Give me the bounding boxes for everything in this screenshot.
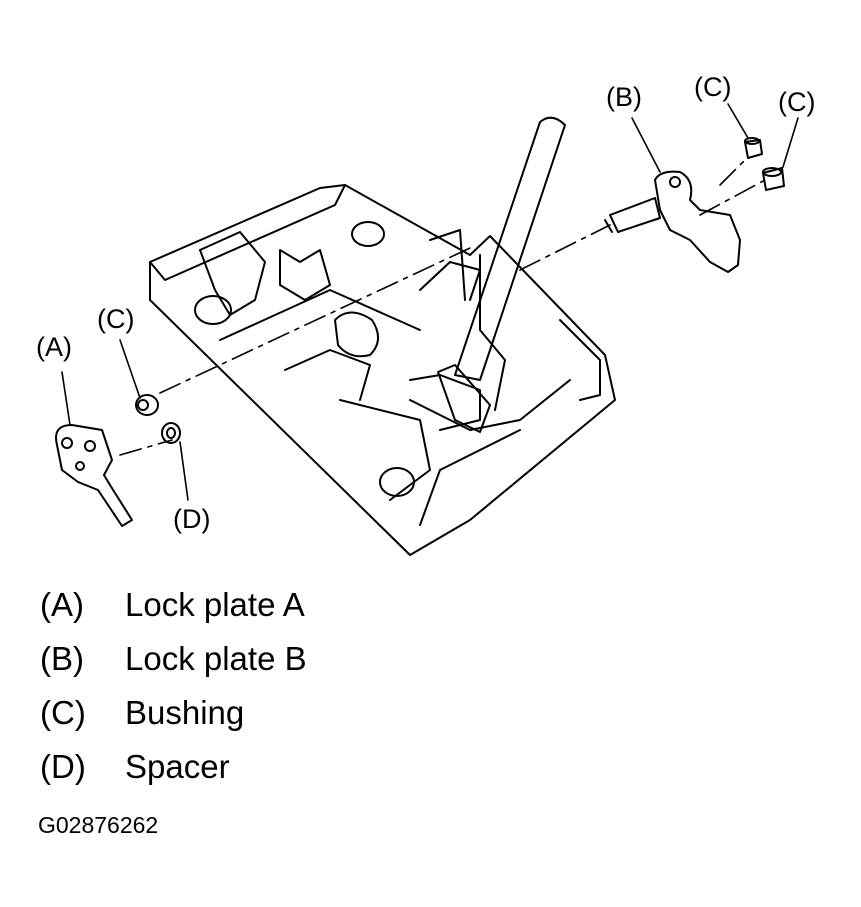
assembly-axis-lines: [119, 159, 766, 456]
exploded-view-diagram: [55, 103, 799, 556]
shift-lever-base-plate: [149, 184, 616, 556]
figure-code: G02876262: [38, 812, 159, 838]
legend-key: (C): [40, 694, 86, 731]
legend-desc: Lock plate B: [125, 640, 307, 677]
callout-c-far-right: (C): [778, 87, 816, 117]
bushing-left: [135, 394, 159, 416]
callout-a: (A): [36, 332, 72, 362]
legend-key: (B): [40, 640, 84, 677]
legend-desc: Spacer: [125, 748, 230, 785]
legend-key: (A): [40, 586, 84, 623]
spacer: [161, 422, 181, 444]
legend-desc: Bushing: [125, 694, 245, 731]
callout-c-top-right: (C): [694, 72, 732, 102]
legend-key: (D): [40, 748, 86, 785]
callout-d: (D): [173, 504, 211, 534]
callout-c-left: (C): [97, 304, 135, 334]
lock-plate-a: [55, 424, 133, 527]
bushing-far-right: [762, 167, 785, 191]
leader-lines: [61, 103, 799, 501]
legend-desc: Lock plate A: [125, 586, 305, 623]
shift-lever-rod: [437, 116, 566, 433]
bushing-top-right: [744, 137, 763, 159]
callout-b: (B): [606, 82, 642, 112]
lock-plate-b: [604, 170, 741, 273]
